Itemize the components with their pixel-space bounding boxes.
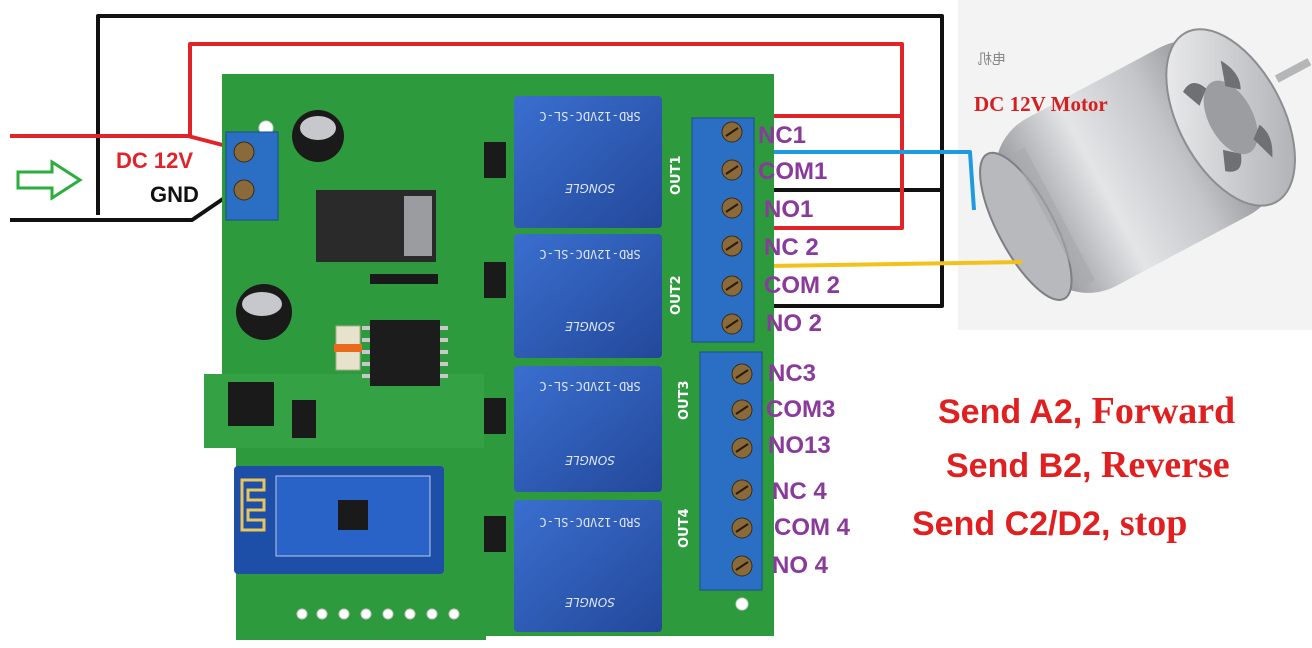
terminal-screw-slot-11 bbox=[735, 523, 749, 533]
svg-text:SRD-12VDC-SL-C: SRD-12VDC-SL-C bbox=[539, 247, 640, 261]
input-arrow-icon bbox=[16, 159, 83, 201]
terminal-screw-slot-12 bbox=[735, 561, 749, 571]
svg-text:SRD-12VDC-SL-C: SRD-12VDC-SL-C bbox=[539, 109, 640, 123]
command-reverse-action: Reverse bbox=[1100, 444, 1230, 486]
relay-terminal-block-top bbox=[691, 117, 755, 343]
gnd-label: GND bbox=[150, 182, 199, 207]
command-forward-action: Forward bbox=[1091, 390, 1236, 432]
relay-terminal-block-bottom bbox=[699, 351, 763, 591]
terminal-screw-slot-5 bbox=[725, 281, 739, 291]
power-terminal-block bbox=[225, 131, 279, 221]
relay-1: SRD-12VDC-SL-C SONGLE bbox=[514, 96, 662, 228]
out3-silkscreen: OUT3 bbox=[677, 380, 692, 420]
terminal-label-no4: NO 4 bbox=[772, 552, 829, 579]
terminal-label-nc3: NC3 bbox=[768, 360, 817, 387]
terminal-screws bbox=[721, 121, 753, 577]
terminal-screw-slot-3 bbox=[725, 203, 739, 213]
out2-silkscreen: OUT2 bbox=[669, 275, 684, 315]
image-watermark: 电机 bbox=[978, 52, 1006, 68]
terminal-label-nc1: NC1 bbox=[758, 122, 807, 149]
relay-4: SRD-12VDC-SL-C SONGLE bbox=[514, 500, 662, 632]
out1-silkscreen: OUT1 bbox=[669, 155, 684, 195]
svg-text:SRD-12VDC-SL-C: SRD-12VDC-SL-C bbox=[539, 379, 640, 393]
terminal-screw-slot-2 bbox=[725, 165, 739, 175]
command-reverse-prefix: Send B2, bbox=[946, 447, 1101, 485]
black-frame-wire bbox=[96, 14, 944, 308]
dc-motor bbox=[958, 0, 1312, 330]
relay-3: SRD-12VDC-SL-C SONGLE bbox=[514, 366, 662, 492]
svg-text:SONGLE: SONGLE bbox=[565, 453, 615, 467]
terminal-screw-slot-6 bbox=[725, 319, 739, 329]
terminal-label-nc2: NC 2 bbox=[764, 234, 819, 261]
terminal-label-no2: NO 2 bbox=[766, 310, 823, 337]
terminal-screw-slot-4 bbox=[725, 241, 739, 251]
terminal-label-no13: NO13 bbox=[768, 432, 831, 459]
relay-board bbox=[204, 74, 774, 640]
terminal-screw-slot-8 bbox=[735, 405, 749, 415]
terminal-screw-slot-9 bbox=[735, 443, 749, 453]
terminal-label-nc4: NC 4 bbox=[772, 478, 827, 505]
command-forward: Send A2, Forward bbox=[938, 392, 1235, 430]
command-stop: Send C2/D2, stop bbox=[912, 504, 1187, 542]
gnd-wire bbox=[10, 184, 244, 222]
svg-text:SONGLE: SONGLE bbox=[565, 181, 615, 195]
terminal-screw-slot-7 bbox=[735, 369, 749, 379]
dc-12v-label: DC 12V bbox=[116, 148, 194, 173]
terminal-screw-slot-1 bbox=[725, 127, 739, 137]
motor-label: DC 12V Motor bbox=[974, 92, 1108, 116]
svg-text:SONGLE: SONGLE bbox=[565, 319, 615, 333]
command-reverse: Send B2, Reverse bbox=[946, 446, 1230, 484]
out4-silkscreen: OUT4 bbox=[677, 508, 692, 548]
svg-text:SRD-12VDC-SL-C: SRD-12VDC-SL-C bbox=[539, 515, 640, 529]
command-stop-action: stop bbox=[1119, 502, 1188, 544]
terminal-screw-slot-10 bbox=[735, 485, 749, 495]
terminal-label-com3: COM3 bbox=[766, 396, 836, 423]
terminal-label-com1: COM1 bbox=[758, 158, 828, 185]
svg-text:SONGLE: SONGLE bbox=[565, 595, 615, 609]
command-stop-prefix: Send C2/D2, bbox=[912, 505, 1120, 543]
terminal-label-com2: COM 2 bbox=[764, 272, 841, 299]
terminal-label-no1: NO1 bbox=[764, 196, 814, 223]
terminal-label-com4: COM 4 bbox=[774, 514, 851, 541]
command-forward-prefix: Send A2, bbox=[938, 393, 1092, 431]
relay-2: SRD-12VDC-SL-C SONGLE bbox=[514, 234, 662, 358]
